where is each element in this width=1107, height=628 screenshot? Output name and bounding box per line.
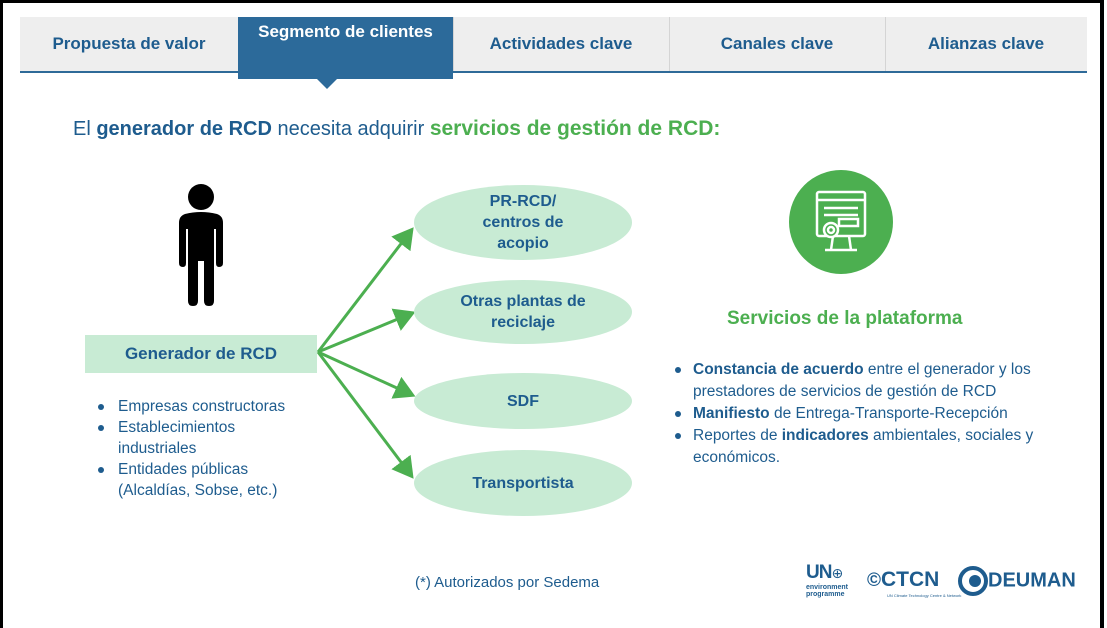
destination-sdf: SDF [414, 373, 632, 429]
arrow-to-sdf [317, 350, 416, 399]
destination-otras-plantas: Otras plantas de reciclaje [414, 280, 632, 344]
computer-monitor-gear-icon [815, 190, 867, 252]
item-bold: Manifiesto [693, 405, 770, 422]
item-bold: Constancia de acuerdo [693, 361, 864, 378]
deuman-emblem-icon [958, 566, 988, 596]
destination-transportista: Transportista [414, 450, 632, 516]
tab-separator [453, 17, 454, 71]
un-logo-sub: programme [806, 591, 845, 598]
headline-generator: generador de RCD [96, 118, 272, 140]
list-item: Reportes de indicadores ambientales, soc… [675, 425, 1075, 469]
generator-list: Empresas constructoras Establecimientos … [96, 396, 318, 501]
tab-separator [669, 17, 670, 71]
item-text: de Entrega-Transporte-Recepción [769, 405, 1008, 422]
tab-bar: Propuesta de valor Segmento de clientes … [20, 17, 1087, 79]
headline-part: El [73, 118, 97, 140]
tab-alianzas-clave[interactable]: Alianzas clave [927, 34, 1045, 53]
active-tab-pointer [317, 79, 337, 89]
list-item-text: Entidades públicas (Alcaldías, Sobse, et… [118, 461, 278, 499]
headline-services: servicios de gestión de RCD: [429, 117, 721, 140]
list-item: Constancia de acuerdo entre el generador… [675, 359, 1075, 403]
un-emblem-icon: ⊕ [831, 565, 844, 581]
list-item: Manifiesto de Entrega-Transporte-Recepci… [675, 403, 1075, 425]
arrow-to-pr-rcd [316, 227, 414, 353]
person-silhouette-icon [179, 184, 223, 306]
tab-segmento-de-clientes[interactable]: Segmento de clientes [238, 17, 453, 79]
frame-right-border [1100, 0, 1104, 628]
item-text: Reportes de [693, 427, 782, 444]
list-item: Entidades públicas (Alcaldías, Sobse, et… [96, 459, 318, 501]
ctcn-logo-text: CTCN [881, 568, 940, 591]
ctcn-logo: ©CTCN UN Climate Technology Centre & Net… [867, 568, 961, 598]
destination-label: Transportista [472, 474, 574, 492]
deuman-logo: DEUMAN [958, 566, 1076, 596]
destination-label: Otras plantas de reciclaje [460, 293, 586, 331]
un-logo-sub: environment [806, 584, 849, 591]
generator-box: Generador de RCD [85, 335, 317, 373]
tab-actividades-clave[interactable]: Actividades clave [489, 34, 633, 53]
tab-separator [885, 17, 886, 71]
platform-icon-circle [789, 170, 893, 274]
arrow-to-transportista [316, 351, 414, 479]
ctcn-logo-sub: UN Climate Technology Centre & Network [887, 593, 962, 598]
destination-pr-rcd: PR-RCD/ centros de acopio [414, 185, 632, 260]
destination-label: PR-RCD/ centros de acopio [482, 193, 564, 252]
services-list: Constancia de acuerdo entre el generador… [675, 359, 1075, 469]
item-text: entre el generador y los prestadores de … [693, 361, 1031, 400]
tab-canales-clave[interactable]: Canales clave [720, 34, 834, 53]
ctcn-emblem-icon: © [867, 570, 881, 591]
destination-label: SDF [507, 392, 539, 410]
item-bold: indicadores [781, 427, 869, 444]
tab-propuesta-de-valor[interactable]: Propuesta de valor [52, 34, 206, 53]
frame-top-border [0, 0, 1104, 3]
services-title: Servicios de la plataforma [727, 308, 963, 329]
deuman-logo-text: DEUMAN [988, 569, 1076, 592]
un-logo-text: UN [806, 562, 832, 583]
headline: El generador de RCD necesita adquirir se… [73, 117, 720, 141]
footnote: (*) Autorizados por Sedema [415, 574, 600, 591]
arrow-to-otras-plantas [317, 308, 416, 354]
frame-left-border [0, 0, 3, 628]
item-text: ambientales, sociales y económicos. [693, 427, 1034, 466]
headline-part: necesita adquirir [271, 118, 430, 140]
list-item: Establecimientos industriales [96, 417, 268, 459]
list-item: Empresas constructoras [96, 396, 318, 417]
un-environment-logo: UN⊕ environment programme [806, 562, 848, 598]
list-item-text: Establecimientos industriales [118, 419, 236, 457]
